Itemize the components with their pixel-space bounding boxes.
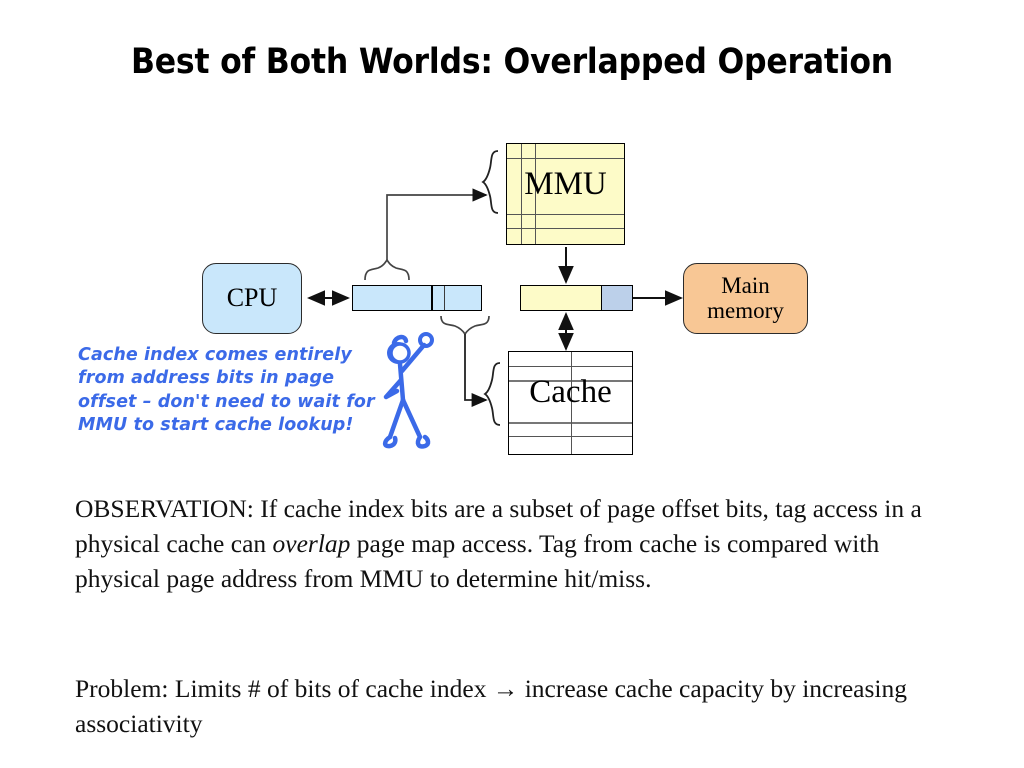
- problem-paragraph: Problem: Limits # of bits of cache index…: [75, 674, 907, 738]
- node-cpu-label: CPU: [226, 283, 278, 313]
- mmu-input-brace: [481, 150, 499, 214]
- physical-page-number-segment: [521, 286, 601, 310]
- cache-row-line-1: [509, 366, 632, 367]
- main-memory-line1: Main: [721, 272, 770, 298]
- node-cache[interactable]: Cache: [508, 351, 633, 455]
- cache-row-line-3: [509, 422, 632, 424]
- cache-input-brace: [483, 362, 501, 426]
- mmu-row-line-1: [507, 158, 624, 159]
- page-offset-segment: [601, 286, 632, 310]
- physical-address-bar[interactable]: [520, 285, 633, 311]
- cache-row-line-4: [509, 436, 632, 437]
- node-main-memory[interactable]: Main memory: [683, 263, 808, 334]
- page-offset-brace: [440, 315, 490, 336]
- node-mmu-label: MMU: [524, 166, 607, 202]
- observation-text-italic: overlap: [272, 528, 351, 558]
- main-memory-line2: memory: [707, 297, 784, 323]
- mmu-col-line-2: [535, 144, 536, 244]
- page-offset-to-cache-line: [464, 334, 488, 408]
- mmu-row-line-2: [507, 214, 624, 215]
- virtual-address-divider-2: [444, 286, 445, 310]
- mmu-row-line-3: [507, 228, 624, 229]
- node-cpu[interactable]: CPU: [202, 263, 302, 334]
- node-main-memory-label: Main memory: [707, 272, 784, 324]
- node-mmu[interactable]: MMU: [506, 143, 625, 245]
- stick-figure-icon: [382, 332, 434, 449]
- observation-paragraph: OBSERVATION: If cache index bits are a s…: [75, 492, 965, 597]
- cache-index-note: Cache index comes entirely from address …: [78, 345, 375, 435]
- virtual-address-divider-1: [431, 286, 433, 310]
- cache-col-line-1: [571, 352, 572, 454]
- page-title: Best of Both Worlds: Overlapped Operatio…: [130, 42, 894, 82]
- cache-row-line-2: [509, 380, 632, 382]
- observation-text-part2: page map access. Tag from cache is compa…: [75, 528, 880, 593]
- observation-text-part1: OBSERVATION: If cache index bits are a s…: [75, 494, 922, 558]
- mmu-col-line-1: [521, 144, 522, 244]
- virtual-address-bar[interactable]: [352, 285, 482, 311]
- node-cache-label: Cache: [529, 374, 612, 410]
- vpn-brace: [364, 258, 410, 281]
- vpn-to-mmu-line: [386, 188, 488, 260]
